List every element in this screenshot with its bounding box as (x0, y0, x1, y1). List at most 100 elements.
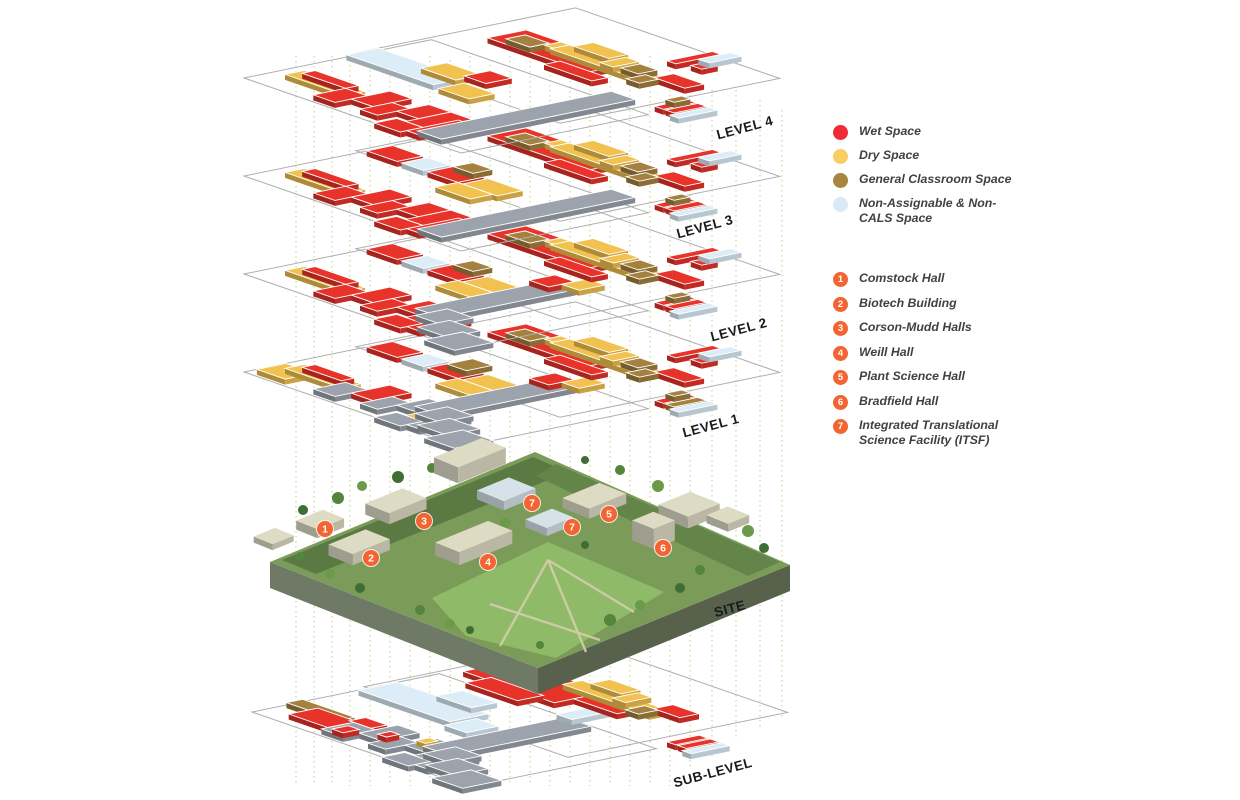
building-name: Biotech Building (859, 295, 957, 310)
tree-icon (357, 481, 367, 491)
building-number-badge: 6 (833, 394, 848, 410)
building-list-item: 5 Plant Science Hall (833, 369, 1033, 385)
site-marker-5: 5 (600, 505, 618, 523)
space-block (680, 742, 732, 760)
legend-label: General Classroom Space (859, 172, 1012, 186)
site-building (477, 477, 536, 511)
space-block (624, 172, 661, 187)
tree-icon (652, 480, 664, 492)
legend-label: Dry Space (859, 148, 920, 162)
space-block (652, 73, 706, 94)
svg-text:2: 2 (368, 553, 374, 565)
level-1-layer: LEVEL 1 (242, 301, 782, 454)
legend-swatch-classroom (833, 173, 848, 188)
tree-icon (635, 600, 645, 610)
plate-sheet (354, 7, 782, 124)
space-block (663, 193, 692, 206)
space-block (696, 248, 744, 265)
svg-text:4: 4 (485, 557, 491, 569)
space-block (462, 70, 514, 89)
space-block (624, 74, 661, 89)
space-block (668, 204, 720, 222)
site-building (435, 520, 513, 566)
tree-icon (581, 541, 589, 549)
legend-label: Wet Space (859, 124, 921, 138)
tree-icon (581, 456, 589, 464)
space-block (651, 704, 701, 724)
space-block (445, 358, 495, 377)
site-building (253, 527, 294, 551)
space-block (542, 60, 610, 87)
space-block (696, 150, 744, 167)
tree-icon (536, 641, 544, 649)
svg-text:1: 1 (322, 524, 328, 536)
space-block (624, 270, 661, 285)
space-block (624, 368, 661, 383)
level-4-label: LEVEL 4 (715, 113, 775, 143)
site-marker-1: 1 (316, 520, 334, 538)
space-block (434, 690, 499, 714)
svg-text:7: 7 (569, 522, 575, 534)
building-number-badge: 1 (833, 272, 848, 287)
legend-item: General Classroom Space (833, 172, 1033, 188)
space-block (300, 70, 361, 94)
space-block (300, 266, 361, 290)
level-3-layer: LEVEL 3 (242, 105, 782, 252)
building-list-item: 7 Integrated Translational Science Facil… (833, 418, 1033, 448)
tree-icon (466, 626, 474, 634)
space-block (696, 346, 744, 363)
space-block (652, 367, 706, 388)
building-list-item: 2 Biotech Building (833, 296, 1033, 312)
space-block (619, 357, 660, 374)
tree-icon (500, 518, 510, 528)
sub-level-label: SUB-LEVEL (672, 755, 754, 790)
tree-icon (332, 492, 344, 504)
space-block (451, 260, 495, 277)
building-number-badge: 5 (833, 370, 848, 385)
site-lawn (432, 542, 664, 658)
space-block (433, 181, 495, 205)
site-buildings (253, 438, 750, 566)
building-list-item: 4 Weill Hall (833, 345, 1033, 361)
space-block (415, 90, 637, 145)
space-block (300, 364, 356, 387)
tree-icon (298, 505, 308, 515)
space-block (375, 730, 401, 743)
site-building (658, 491, 720, 529)
space-block (652, 269, 706, 290)
building-list-item: 3 Corson-Mudd Halls (833, 320, 1033, 336)
building-name: Integrated Translational Science Facilit… (859, 418, 999, 447)
legend-swatch-dry (833, 149, 848, 164)
tree-icon (325, 569, 335, 579)
svg-text:6: 6 (660, 543, 666, 555)
site-building (434, 438, 506, 484)
level-4-blocks (283, 29, 744, 145)
building-key-list: 1 Comstock Hall 2 Biotech Building 3 Cor… (833, 271, 1033, 456)
space-block (330, 725, 361, 739)
site-building (706, 506, 750, 532)
site-marker-4: 4 (479, 553, 497, 571)
building-name: Corson-Mudd Halls (859, 320, 972, 334)
space-block (559, 278, 607, 296)
space-block (663, 389, 692, 402)
space-block (572, 237, 630, 260)
building-number-badge: 7 (833, 419, 848, 434)
site-marker-7: 7 (523, 494, 541, 512)
space-block (696, 52, 744, 69)
svg-text:7: 7 (529, 498, 535, 510)
legend-item: Dry Space (833, 148, 1033, 164)
building-name: Bradfield Hall (859, 393, 939, 408)
space-block (399, 255, 451, 274)
tree-icon (742, 525, 754, 537)
space-block (422, 331, 496, 356)
level-3-blocks (283, 127, 744, 243)
building-number-badge: 2 (833, 296, 848, 312)
space-block (668, 400, 720, 418)
site-marker-7: 7 (563, 518, 581, 536)
space-block (542, 158, 610, 185)
site-paths (489, 558, 635, 653)
tree-icon (392, 471, 404, 483)
level-2-blocks (283, 225, 744, 356)
